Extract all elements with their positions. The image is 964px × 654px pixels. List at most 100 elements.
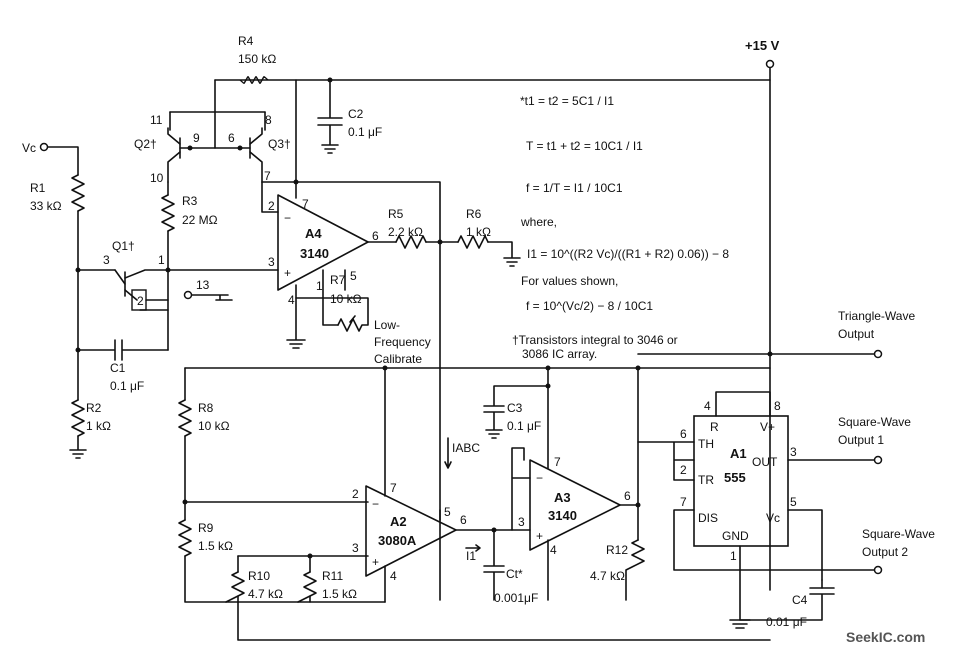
pin-6-q3: 6 — [228, 131, 235, 145]
a4-opamp: A4 3140 2 7 3 6 4 1 5 − + R7 10 kΩ Low- … — [167, 79, 441, 601]
a1-part: 555 — [724, 470, 746, 485]
c2-capacitor: C2 0.1 μF — [317, 77, 382, 154]
pin-4-a2: 4 — [390, 569, 397, 583]
r5-r6: R5 2.2 kΩ R6 1 kΩ — [367, 207, 521, 267]
r1-body — [71, 174, 85, 212]
pin-7-a1: 7 — [680, 495, 687, 509]
calibrate-line3: Calibrate — [374, 352, 422, 366]
a1-555: A1 555 R V+ TH TR OUT DIS GND Vc 4 8 6 2… — [637, 391, 935, 629]
eq-2: T = t1 + t2 = 10C1 / I1 — [526, 139, 643, 153]
a2-plus: + — [372, 555, 379, 569]
r5-name: R5 — [388, 207, 404, 221]
r5-value: 2.2 kΩ — [388, 225, 423, 239]
vc-terminal — [39, 142, 49, 152]
square1-label-2: Output 1 — [838, 433, 884, 447]
pin-label-r: R — [710, 420, 719, 434]
pin-2-a4: 2 — [268, 199, 275, 213]
r7-value: 10 kΩ — [330, 292, 362, 306]
pin-5-a2: 5 — [444, 505, 451, 519]
pin-8-a1: 8 — [774, 399, 781, 413]
pin-3-a2: 3 — [352, 541, 359, 555]
r12-name: R12 — [606, 543, 628, 557]
pin-7-a3: 7 — [554, 455, 561, 469]
c4-value: 0.01 μF — [766, 615, 807, 629]
q1-label: Q1† — [112, 239, 135, 253]
a4-name: A4 — [305, 226, 322, 241]
r8-name: R8 — [198, 401, 214, 415]
pin-11: 11 — [150, 113, 163, 127]
pin-6-a2: 6 — [460, 513, 467, 527]
pin-label-out: OUT — [752, 455, 778, 469]
ct-value: 0.001μF — [494, 591, 538, 605]
square1-label-1: Square-Wave — [838, 415, 911, 429]
a2-minus: − — [372, 497, 379, 511]
a3-opamp: C3 0.1 μF Ct* 0.001μF A3 3140 7 3 4 6 − … — [483, 365, 645, 605]
r3-name: R3 — [182, 194, 198, 208]
triangle-label-1: Triangle-Wave — [838, 309, 915, 323]
triangle-label-2: Output — [838, 327, 875, 341]
pin-6-a1: 6 — [680, 427, 687, 441]
c4-name: C4 — [792, 593, 808, 607]
q2-label: Q2† — [134, 137, 157, 151]
pin-4-a3: 4 — [550, 543, 557, 557]
pin-5-a4: 5 — [350, 269, 357, 283]
supply-terminal — [765, 59, 775, 69]
r1-name: R1 — [30, 181, 46, 195]
pin-1-a4: 1 — [316, 279, 323, 293]
r8-value: 10 kΩ — [198, 419, 230, 433]
pin-7-a4: 7 — [302, 197, 309, 211]
r7-name: R7 — [330, 273, 346, 287]
triangle-terminal — [873, 349, 883, 359]
pin-8: 8 — [265, 113, 272, 127]
pin-label-vplus: V+ — [760, 420, 775, 434]
c2-name: C2 — [348, 107, 364, 121]
pin-6-a3: 6 — [624, 489, 631, 503]
pin-2-q1: 2 — [137, 294, 144, 308]
a2-ota: R8 10 kΩ R9 1.5 kΩ R10 4.7 kΩ R11 1.5 kΩ… — [178, 367, 771, 641]
pin-1-a1: 1 — [730, 549, 737, 563]
a4-minus: − — [284, 211, 291, 225]
pin-5-a1: 5 — [790, 495, 797, 509]
pin-2-a1: 2 — [680, 463, 687, 477]
iabc-label: IABC — [452, 441, 480, 455]
q2-q3-pair: 11 9 6 8 10 7 Q2† Q3† — [134, 111, 291, 185]
calibrate-line2: Frequency — [374, 335, 431, 349]
a4-part: 3140 — [300, 246, 329, 261]
r9-value: 1.5 kΩ — [198, 539, 233, 553]
a2-name: A2 — [390, 514, 407, 529]
r6-value: 1 kΩ — [466, 225, 491, 239]
pin-13-ground: 13 — [183, 278, 233, 301]
square2-label-1: Square-Wave — [862, 527, 935, 541]
a1-name: A1 — [730, 446, 747, 461]
pin-1-q1: 1 — [158, 253, 165, 267]
r10-value: 4.7 kΩ — [248, 587, 283, 601]
supply-label: +15 V — [745, 38, 780, 53]
equations: *t1 = t2 = 5C1 / I1 T = t1 + t2 = 10C1 /… — [512, 94, 729, 361]
pin-4-a4: 4 — [288, 293, 295, 307]
eq-for-values: For values shown, — [521, 274, 618, 288]
c3-value: 0.1 μF — [507, 419, 541, 433]
r3-value: 22 MΩ — [182, 213, 218, 227]
pin-3-a1: 3 — [790, 445, 797, 459]
pin-label-gnd: GND — [722, 529, 749, 543]
c1-capacitor: C1 0.1 μF — [77, 339, 169, 393]
q1-transistor: 3 2 1 Q1† — [77, 239, 169, 311]
r2-value: 1 kΩ — [86, 419, 111, 433]
square2-terminal — [873, 565, 883, 575]
pin-2-a2: 2 — [352, 487, 359, 501]
pin-7-q3: 7 — [264, 169, 271, 183]
r9-name: R9 — [198, 521, 214, 535]
pin-9: 9 — [193, 131, 200, 145]
pin-label-vc: Vc — [766, 511, 780, 525]
watermark: SeekIC.com — [846, 629, 925, 645]
eq-4: I1 = 10^((R2 Vc)/((R1 + R2) 0.06)) − 8 — [527, 247, 729, 261]
r11-name: R11 — [322, 569, 343, 583]
pin-7-a2: 7 — [390, 481, 397, 495]
eq-5: f = 10^(Vc/2) − 8 / 10C1 — [526, 299, 653, 313]
i1-label: I1 — [466, 549, 476, 563]
pin-3-a3: 3 — [518, 515, 525, 529]
pin-label-dis: DIS — [698, 511, 718, 525]
r4-resistor: R4 150 kΩ — [214, 34, 276, 113]
r11-value: 1.5 kΩ — [322, 587, 357, 601]
